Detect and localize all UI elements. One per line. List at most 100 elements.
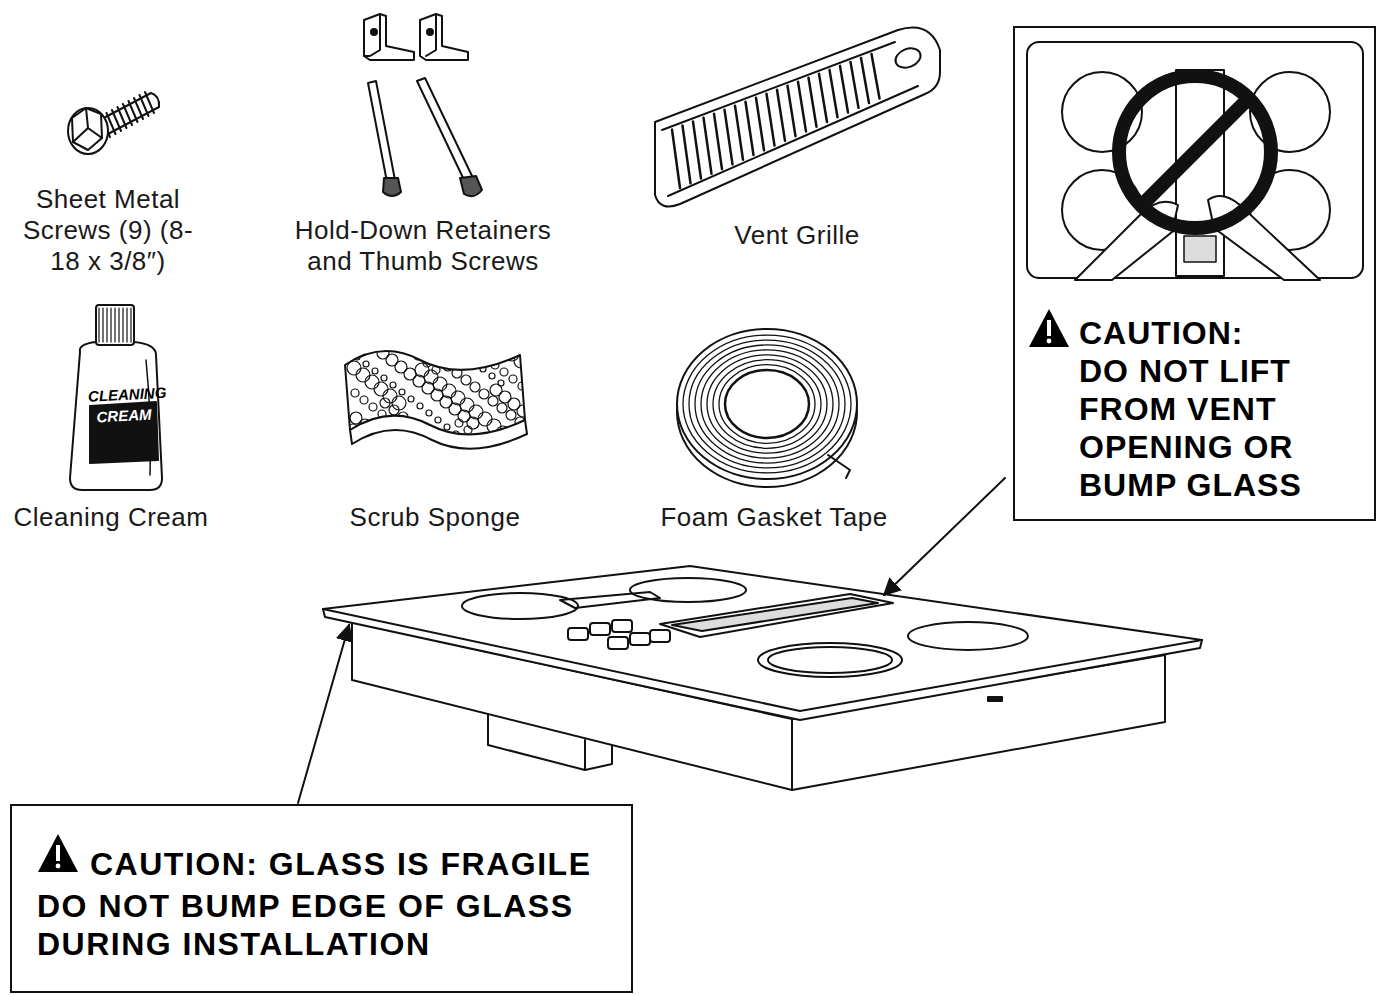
caution-text-frame: CAUTION: DO NOT LIFT FROM VENT OPENING O… — [1079, 314, 1329, 504]
cooktop-body-corner — [791, 719, 793, 790]
sponge-pore — [348, 424, 358, 434]
sponge-pore — [381, 375, 387, 381]
sponge-pore — [506, 410, 516, 420]
vent-slat — [788, 86, 796, 136]
caution-text-frame: CAUTION: GLASS IS FRAGILE — [90, 845, 592, 883]
sponge-pore — [487, 419, 501, 433]
inset-cooktop — [1027, 42, 1363, 278]
vent-slat — [777, 90, 785, 141]
warning-symbol — [1029, 309, 1069, 347]
sponge-pore — [417, 403, 423, 409]
glass-top — [323, 566, 1202, 711]
leader-line — [298, 625, 349, 803]
sponge-pore — [405, 431, 413, 439]
part-name: Foam Gasket Tape — [639, 502, 909, 533]
thumb-screw-rod — [417, 78, 473, 182]
cap-rib — [118, 308, 119, 342]
screw-head-facets — [73, 108, 102, 142]
wrap-spacer — [1267, 314, 1329, 344]
sponge-pore — [473, 347, 481, 355]
sponge-pore — [452, 368, 462, 378]
prohibition-circle — [1119, 76, 1271, 228]
gasket-ring — [695, 345, 839, 463]
burner-ring — [908, 622, 1028, 650]
gasket-ring — [719, 365, 815, 444]
sponge-pore — [453, 431, 459, 437]
sponge-pore — [396, 424, 404, 432]
vent-slat — [756, 98, 764, 151]
leader-line — [884, 478, 1005, 595]
thumb-screw-knob — [383, 178, 401, 196]
sponge-pore — [414, 352, 422, 360]
sponge-pore — [462, 352, 468, 358]
screw-flange — [68, 108, 108, 154]
sponge-pore — [432, 366, 440, 374]
vent-opening — [660, 594, 893, 637]
sponge-pore — [368, 426, 380, 438]
gasket-tape-end — [828, 455, 850, 478]
vent-slat — [735, 106, 743, 160]
vent-slat — [683, 126, 691, 184]
sponge-pore — [363, 361, 369, 367]
vent-slat — [672, 130, 680, 188]
sponge-pore — [478, 412, 492, 426]
part-name: Vent Grille — [687, 220, 907, 251]
sponge-pore — [383, 389, 397, 403]
prohibition-slash — [1141, 98, 1249, 206]
sponge-pore — [407, 419, 417, 429]
gasket-ring — [701, 350, 833, 458]
burner-ring — [462, 593, 578, 619]
sponge-pore — [374, 382, 388, 396]
sponge-pore — [461, 375, 471, 385]
control-panel-edge — [560, 592, 660, 608]
control-knob — [568, 628, 588, 640]
vent-opening-inner — [672, 598, 878, 631]
cap-rib — [110, 308, 111, 342]
vent-grille-hole — [893, 45, 924, 71]
part-name: Hold-Down Retainers and Thumb Screws — [278, 215, 568, 277]
thumb-screw-knob — [460, 176, 482, 196]
sponge-pore — [423, 359, 431, 367]
part-name: Sheet Metal Screws (9) (8-18 x 3/8″) — [21, 184, 196, 277]
sponge-pore — [399, 389, 405, 395]
gasket-ring — [689, 340, 845, 468]
vent-slat — [809, 78, 817, 127]
warning-mark — [1047, 320, 1051, 336]
sponge-pore — [505, 347, 519, 361]
vent-slat — [725, 110, 733, 165]
control-knob — [650, 630, 670, 642]
retainer-bracket — [364, 14, 414, 60]
vent-grille-body — [655, 28, 940, 207]
sponge-pore — [365, 375, 379, 389]
sponge-pore — [387, 417, 395, 425]
sponge-pore — [390, 382, 396, 388]
sponge-pore — [480, 366, 486, 372]
part-name: Scrub Sponge — [315, 502, 555, 533]
cap-rib — [98, 308, 99, 342]
warning-mark — [56, 864, 61, 869]
vent-slat — [693, 122, 701, 179]
cap-rib — [122, 308, 123, 342]
bottle-body — [70, 342, 162, 490]
sponge-pore — [467, 417, 479, 429]
sponge-pore — [425, 347, 435, 357]
cap-rib — [126, 308, 127, 342]
vent-slat — [714, 114, 722, 170]
caution-body: DO NOT BUMP EDGE OF GLASS DURING INSTALL… — [37, 887, 612, 963]
gasket-ring — [713, 360, 821, 449]
vent-slat — [746, 102, 754, 155]
bottle-print: CLEANING — [88, 384, 159, 406]
sponge-pore — [489, 373, 495, 379]
sponge-pore — [509, 375, 517, 383]
caution-heading: CAUTION: GLASS IS FRAGILE — [90, 845, 592, 883]
gasket-roll-face — [677, 329, 857, 479]
burner-ring — [768, 647, 892, 673]
sponge-pore — [392, 396, 406, 410]
caution-text-frame: DO NOT BUMP EDGE OF GLASS DURING INSTALL… — [37, 887, 612, 963]
sponge-pore — [369, 403, 377, 411]
cap-rib — [102, 308, 103, 342]
bottle-print: CREAM — [89, 405, 160, 427]
retainer-hole — [371, 29, 377, 35]
vent-slat — [851, 62, 859, 108]
